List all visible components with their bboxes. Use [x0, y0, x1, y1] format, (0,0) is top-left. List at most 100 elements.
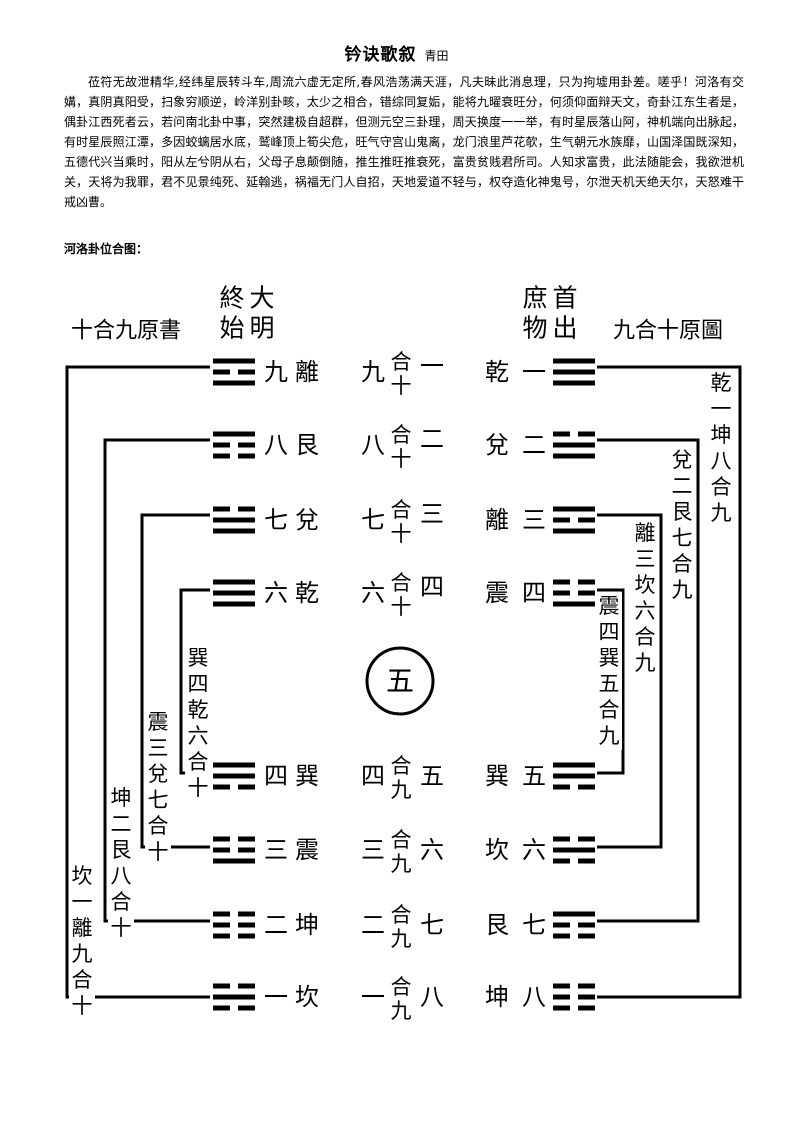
left-number: 六 — [264, 579, 288, 607]
right-trigram-name: 巽 — [485, 762, 509, 790]
trigram-left-7 — [213, 911, 255, 939]
left-connector-label-1-char: 九 — [72, 942, 93, 966]
middle-right-number: 五 — [420, 762, 444, 790]
yang-line — [553, 442, 595, 448]
right-connector-label-4-char: 震 — [599, 594, 620, 618]
yin-line — [213, 922, 230, 928]
right-trigram-name: 乾 — [485, 358, 509, 386]
right-connector-label-4: 震四巽五合九 — [599, 594, 620, 748]
document-paragraph: 莅符无故泄精华,经纬星辰转斗车,周流六虚无定所,春风浩荡满天涯，凡夫昧此消息理，… — [64, 75, 744, 209]
right-connector-label-1-bg — [708, 369, 734, 527]
yin-line — [213, 1005, 230, 1011]
connector-lines — [65, 365, 742, 1020]
middle-left-number: 六 — [361, 579, 385, 607]
left-number: 九 — [264, 358, 288, 386]
yin-line — [578, 517, 595, 523]
right-connector-label-2: 兌二艮七合九 — [672, 448, 693, 602]
left-connector-2-8 — [103, 438, 210, 923]
right-connector-label-4-char: 五 — [599, 672, 620, 696]
trigram-right-5 — [553, 762, 595, 790]
yin-line — [553, 517, 570, 523]
yin-line — [238, 369, 255, 375]
trigram-left-5 — [213, 762, 255, 790]
middle-he: 合 — [391, 498, 412, 522]
yin-line — [578, 1005, 595, 1011]
yin-line — [238, 847, 255, 853]
middle-he: 合 — [391, 975, 412, 999]
left-connector-label-4-char: 十 — [188, 776, 209, 800]
yang-line — [213, 358, 255, 364]
middle-below: 九 — [391, 999, 412, 1023]
left-number: 一 — [264, 983, 288, 1011]
left-connector-label-3-char: 七 — [148, 788, 169, 812]
middle-he: 合 — [391, 350, 412, 374]
left-connector-label-3-char: 三 — [148, 736, 169, 760]
middle-he: 合 — [391, 571, 412, 595]
yang-line — [553, 453, 595, 459]
yin-line — [578, 858, 595, 864]
right-connector-label-3-char: 六 — [635, 599, 656, 623]
left-connector-label-4-char: 巽 — [188, 646, 209, 670]
right-connector-label-3-char: 九 — [635, 651, 656, 675]
yin-line — [553, 431, 570, 437]
right-connector-4-5 — [597, 588, 625, 775]
middle-left-number: 四 — [361, 762, 385, 790]
left-connector-label-3-char: 震 — [148, 710, 169, 734]
left-header-col1-char: 終 — [219, 284, 244, 313]
yin-line — [553, 922, 570, 928]
left-header-col1-char: 始 — [219, 314, 244, 343]
document-author: 青田 — [424, 49, 449, 63]
middle-he: 合 — [391, 903, 412, 927]
yin-line — [578, 579, 595, 585]
left-connector-label-2-char: 合 — [111, 890, 132, 914]
yang-line — [213, 601, 255, 607]
yang-line — [213, 773, 255, 779]
left-connector-label-4-char: 合 — [188, 750, 209, 774]
yin-line — [238, 911, 255, 917]
right-connector-label-2-char: 二 — [672, 474, 693, 498]
trigram-left-4 — [213, 579, 255, 607]
yin-line — [553, 994, 570, 1000]
right-trigram-name: 離 — [485, 506, 509, 534]
trigram-left-1 — [213, 358, 255, 386]
left-connector-label-3: 震三兌七合十 — [148, 710, 169, 864]
left-connector-label-1-char: 離 — [72, 916, 93, 940]
yin-line — [553, 784, 570, 790]
yang-line — [213, 994, 255, 1000]
middle-right-number: 一 — [420, 352, 444, 380]
left-connector-label-2-char: 十 — [111, 916, 132, 940]
right-connector-label-1: 乾一坤八合九 — [711, 371, 732, 525]
left-trigram-name: 兌 — [295, 506, 319, 534]
left-header-col2-char: 大 — [249, 284, 274, 313]
left-connector-label-1-char: 一 — [72, 890, 93, 914]
yin-line — [553, 836, 570, 842]
yang-line — [213, 528, 255, 534]
diagram-shapes — [213, 358, 595, 1011]
right-header-col1: 庶物 — [522, 284, 547, 343]
trigram-right-1 — [553, 358, 595, 386]
title-row: 钤诀歌叙青田 — [0, 40, 793, 65]
yin-line — [213, 847, 230, 853]
left-connector-label-2: 坤二艮八合十 — [111, 786, 132, 940]
yin-line — [213, 911, 230, 917]
left-connector-label-2-char: 二 — [111, 812, 132, 836]
yin-line — [238, 453, 255, 459]
left-connector-label-2-char: 八 — [111, 864, 132, 888]
center-circle — [365, 646, 435, 716]
right-connector-label-2-char: 合 — [672, 552, 693, 576]
left-number: 七 — [264, 506, 288, 534]
yang-line — [553, 601, 595, 607]
left-trigram-name: 震 — [295, 836, 319, 864]
yang-line — [553, 911, 595, 917]
right-number: 四 — [522, 579, 546, 607]
middle-left-number: 三 — [361, 836, 385, 864]
yin-line — [213, 933, 230, 939]
trigram-right-6 — [553, 836, 595, 864]
left-header-col1: 終始 — [219, 284, 244, 343]
yin-line — [553, 983, 570, 989]
right-connector-label-3: 離三坎六合九 — [635, 521, 656, 675]
left-number: 三 — [264, 836, 288, 864]
right-number: 八 — [522, 983, 546, 1011]
trigram-left-6 — [213, 836, 255, 864]
left-trigram-name: 乾 — [295, 579, 319, 607]
